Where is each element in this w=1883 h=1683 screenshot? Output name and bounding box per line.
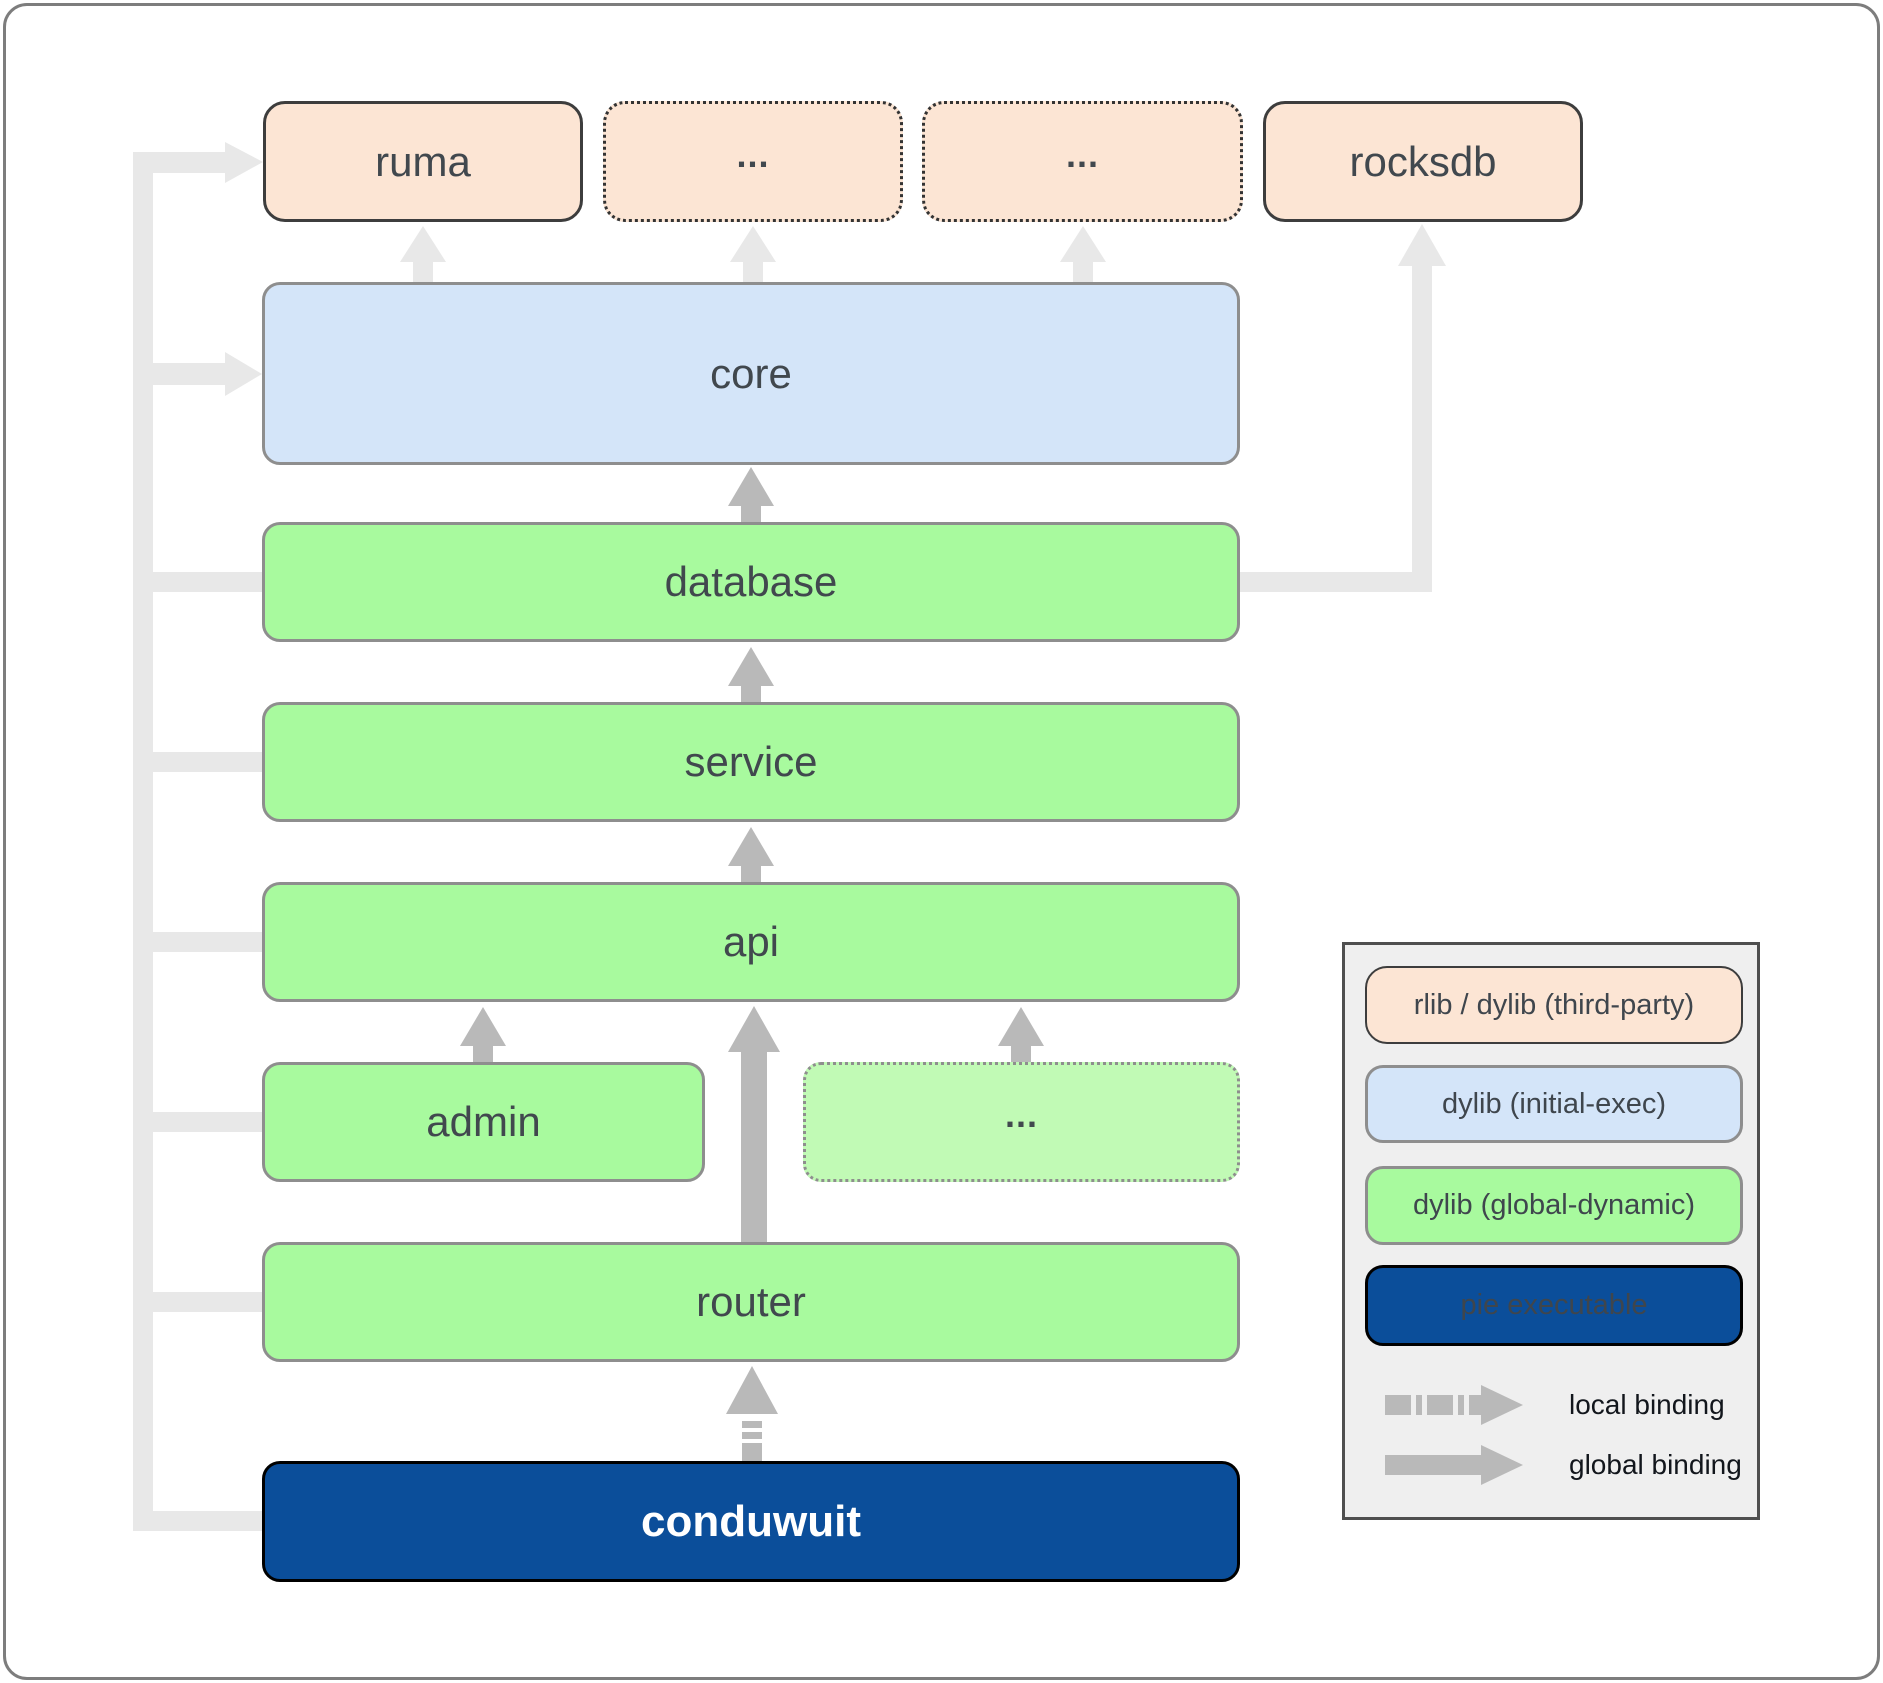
node-ruma: ruma [263,101,583,222]
arrow-service-to-database [728,647,774,703]
arrow-admin-to-api [460,1007,506,1063]
node-conduwuit-label: conduwuit [641,1496,861,1546]
node-third-party-more-a-label: ... [736,133,770,175]
node-core: core [262,282,1240,465]
node-core-label: core [710,349,792,397]
node-workspace-more-label: ... [1004,1094,1038,1135]
arrow-api-to-service [728,827,774,883]
legend-local-binding-label: local binding [1569,1389,1725,1420]
node-third-party-more-b: ... [922,101,1243,222]
arrow-workspace-more-to-api [998,1007,1044,1063]
local-binding-arrow-icon [1385,1385,1523,1425]
arrow-core-to-ruma [400,226,446,284]
legend: rlib / dylib (third-party) dylib (initia… [1342,942,1760,1520]
node-router: router [262,1242,1240,1362]
legend-key-rlib-dylib-third-party-label: rlib / dylib (third-party) [1413,988,1695,1021]
legend-key-pie-executable: pie executable [1365,1265,1743,1346]
node-database: database [262,522,1240,642]
node-api: api [262,882,1240,1002]
legend-key-dylib-global-dynamic-label: dylib (global-dynamic) [1412,1189,1696,1221]
arrow-conduwuit-to-core [133,352,262,396]
node-service-label: service [684,738,818,785]
node-third-party-more-a: ... [603,101,903,222]
connector-conduwuit-left-trunk [133,152,262,1531]
node-router-label: router [696,1278,806,1325]
global-binding-arrow-icon [1385,1445,1523,1485]
node-ruma-label: ruma [375,137,471,185]
arrow-core-to-third-party-a [730,226,776,284]
arrow-core-to-third-party-b [1060,226,1106,284]
arrow-database-to-rocksdb [1240,224,1446,592]
arrow-router-to-api [728,1006,780,1243]
node-admin: admin [262,1062,705,1182]
node-database-label: database [664,558,838,605]
node-api-label: api [722,918,780,965]
arrow-conduwuit-to-ruma [133,142,263,183]
legend-key-dylib-global-dynamic: dylib (global-dynamic) [1365,1166,1743,1245]
node-conduwuit: conduwuit [262,1461,1240,1582]
outer-frame [3,3,1880,1680]
node-workspace-more: ... [803,1062,1240,1182]
node-admin-label: admin [426,1098,541,1145]
node-rocksdb: rocksdb [1263,101,1583,222]
legend-global-binding-label: global binding [1569,1449,1742,1480]
legend-key-rlib-dylib-third-party: rlib / dylib (third-party) [1365,966,1743,1044]
arrow-conduwuit-to-router-local [726,1366,778,1462]
legend-key-dylib-initial-exec-label: dylib (initial-exec) [1441,1087,1666,1120]
arrow-database-to-core [728,467,774,523]
legend-key-pie-executable-label: pie executable [1460,1289,1648,1321]
legend-arrow-samples [1385,1385,1523,1485]
legend-key-dylib-initial-exec: dylib (initial-exec) [1365,1065,1743,1143]
node-third-party-more-b-label: ... [1065,133,1099,175]
node-rocksdb-label: rocksdb [1349,137,1497,185]
node-service: service [262,702,1240,822]
